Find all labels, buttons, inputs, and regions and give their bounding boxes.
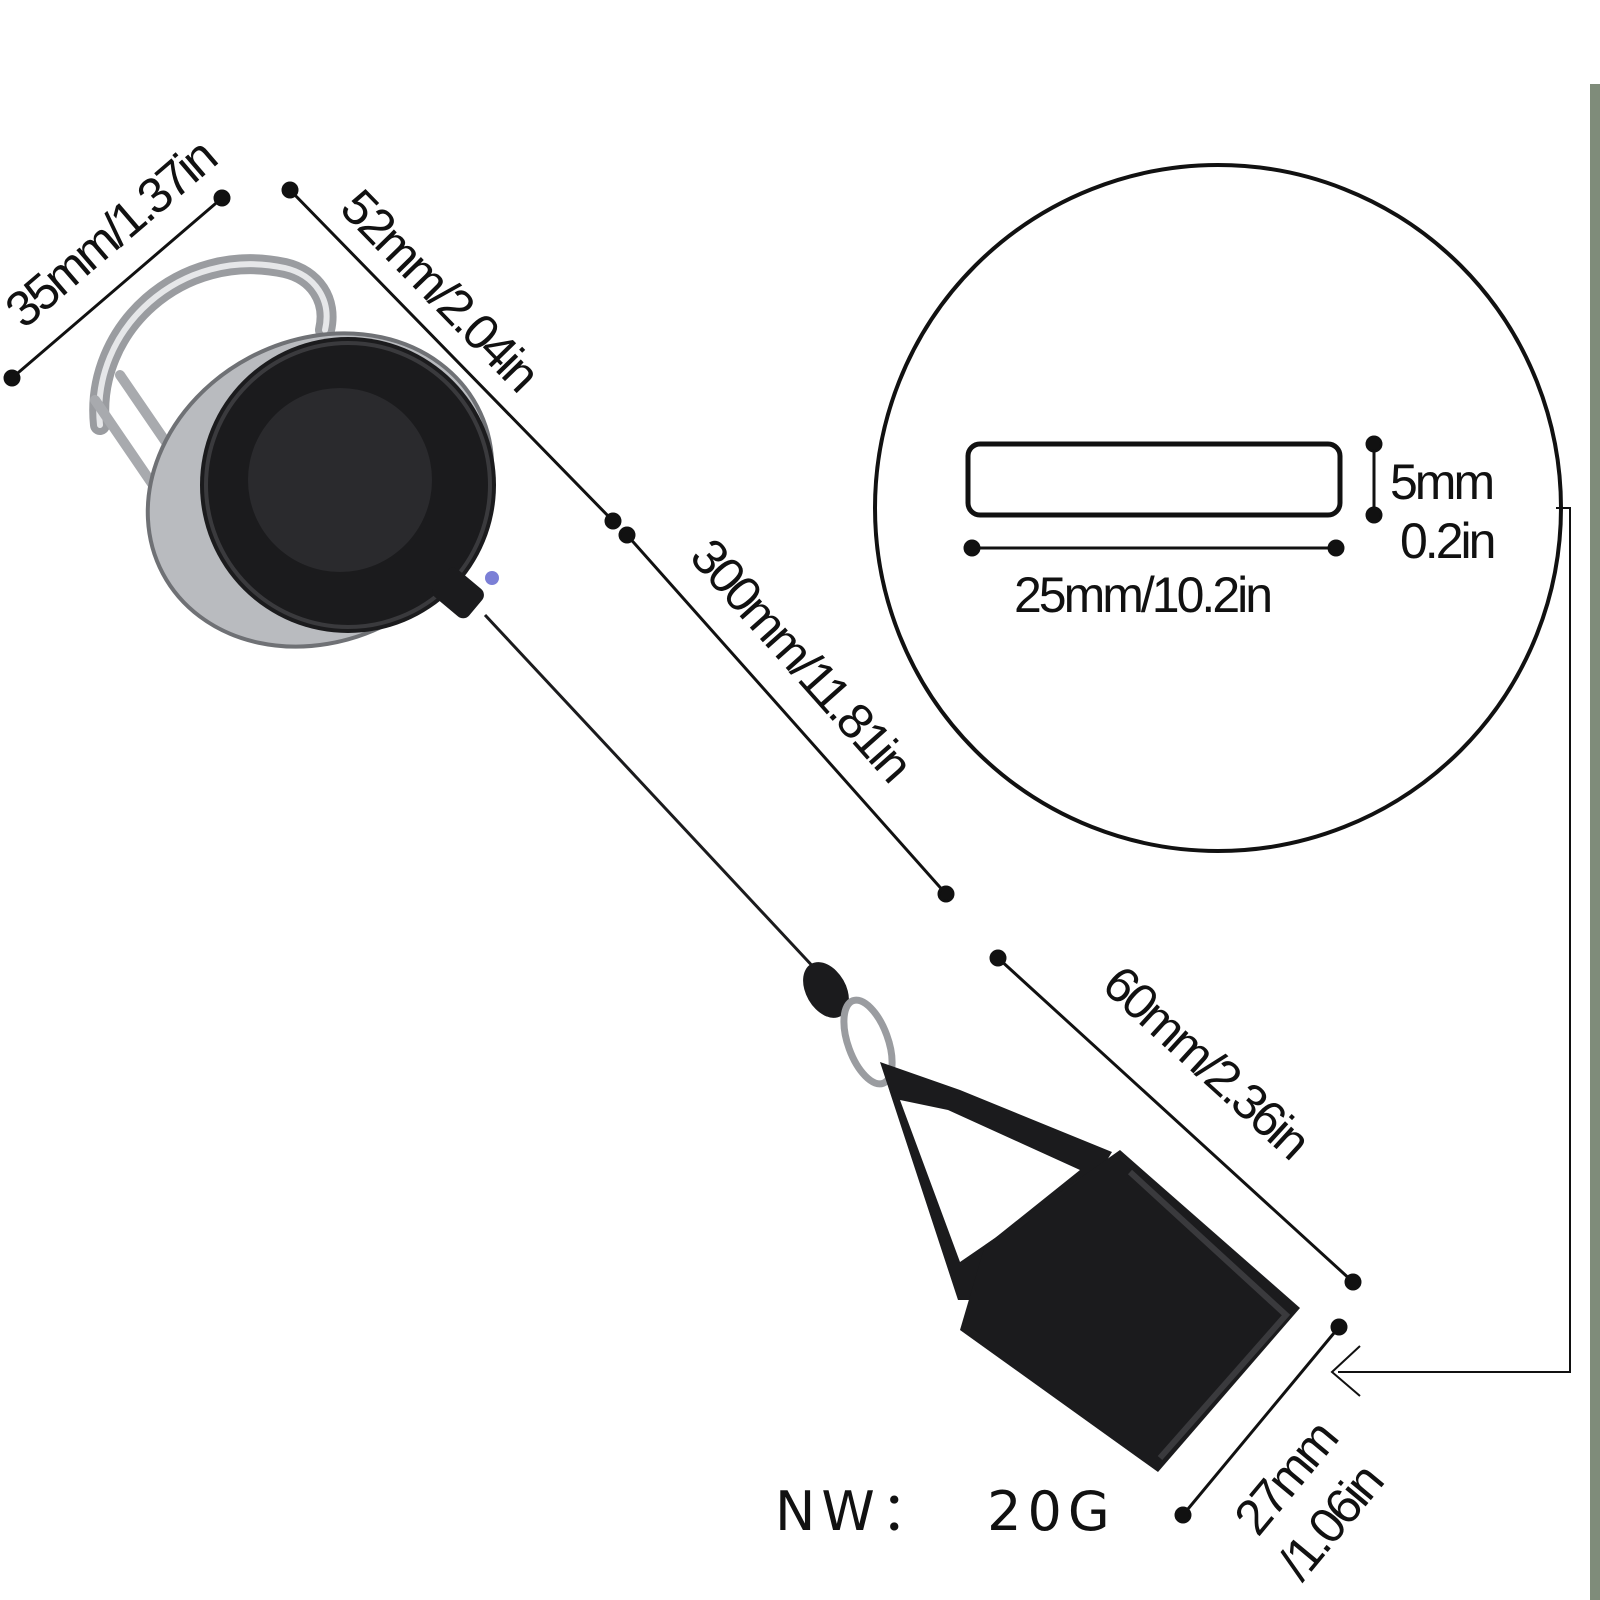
label-clip-width: 35mm/1.37in bbox=[0, 129, 226, 338]
retractable-cord bbox=[483, 613, 820, 974]
dim-line-clip-width bbox=[11, 196, 223, 380]
reel-center bbox=[248, 388, 432, 572]
net-weight-label: NW： 20G bbox=[775, 1480, 1116, 1543]
label-slot-width: 25mm/10.2in bbox=[1014, 567, 1270, 623]
lighter-holder bbox=[803, 962, 1300, 1472]
dim-line-holder-width bbox=[1181, 1326, 1341, 1516]
dim-line-cord-length bbox=[625, 534, 948, 895]
label-holder-length: 60mm/2.36in bbox=[1093, 955, 1320, 1169]
callout-leader bbox=[1338, 507, 1571, 1373]
slot-opening bbox=[965, 441, 1343, 518]
dimension-lines bbox=[3, 181, 1383, 1524]
retractable-reel-clip bbox=[89, 254, 499, 649]
slot-detail-callout bbox=[873, 163, 1571, 1397]
dim-line-holder-length bbox=[996, 956, 1355, 1284]
split-ring bbox=[840, 996, 896, 1088]
label-slot-height-mm: 5mm bbox=[1390, 454, 1492, 510]
label-slot-height-in: 0.2in bbox=[1400, 513, 1494, 569]
reel-cord-exit bbox=[432, 567, 484, 619]
cord-end-spring bbox=[803, 962, 849, 1018]
holder-sleeve bbox=[960, 1150, 1300, 1472]
edge-strip bbox=[1590, 84, 1600, 1600]
label-cord-length: 300mm/11.81in bbox=[680, 528, 922, 791]
dim-line-clip-length bbox=[288, 188, 615, 523]
